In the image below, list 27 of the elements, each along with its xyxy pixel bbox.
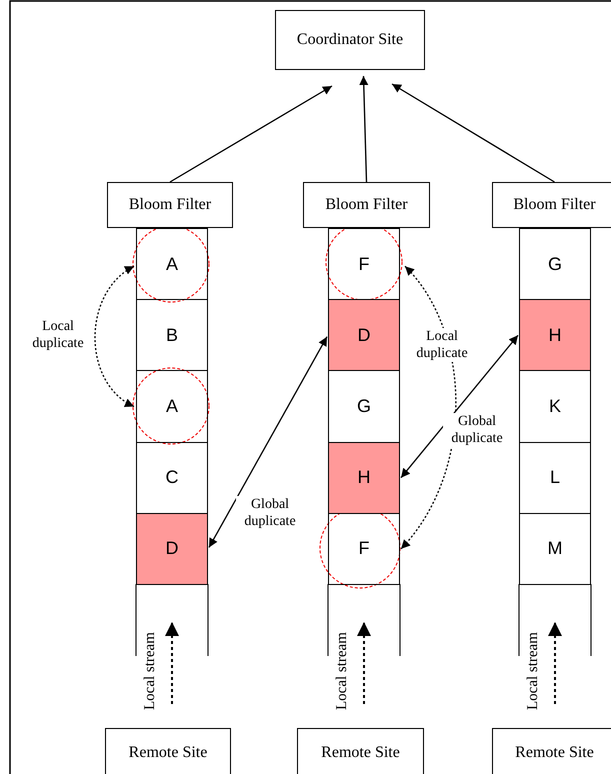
arrow [392, 83, 555, 183]
stream-item-cell: D [136, 512, 208, 585]
site-box: Bloom Filter [492, 182, 611, 228]
site-box: Bloom Filter [303, 182, 430, 228]
stream-item-cell: F [328, 512, 400, 585]
arrow [359, 76, 368, 182]
stream-label: Local stream [334, 632, 351, 710]
site-box: Coordinator Site [275, 10, 425, 70]
stream-item-cell: L [519, 442, 591, 514]
arrow [208, 336, 328, 548]
site-box: Bloom Filter [107, 182, 233, 228]
stream-item-cell: K [519, 370, 591, 443]
site-box: Remote Site [297, 728, 424, 774]
stream-item-cell: M [519, 512, 591, 585]
stream-item-cell: D [328, 299, 400, 372]
stream-item-cell: B [136, 299, 208, 372]
stream-item-cell: H [328, 442, 400, 514]
site-box: Remote Site [105, 728, 231, 774]
stream-label: Local stream [525, 632, 542, 710]
stream-item-cell: A [136, 228, 208, 300]
site-box: Remote Site [492, 728, 611, 774]
stream-item-cell: H [519, 299, 591, 372]
stream-label: Local stream [142, 632, 159, 710]
arrow [94, 266, 134, 408]
arrow [170, 85, 332, 183]
arrow [400, 334, 518, 478]
stream-item-cell: A [136, 370, 208, 443]
